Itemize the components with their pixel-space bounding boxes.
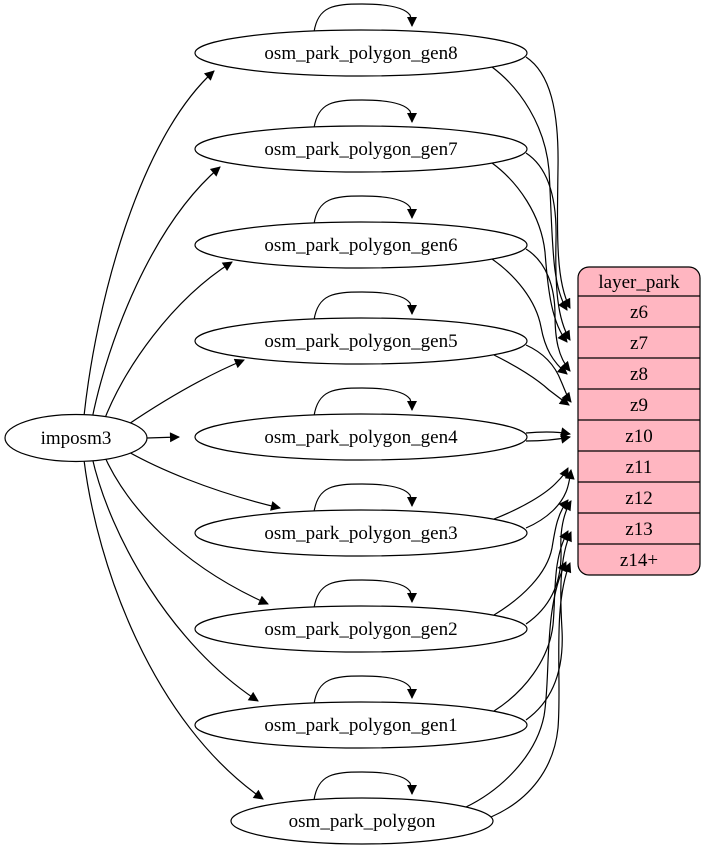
imposm3-ellipse (4, 413, 148, 463)
edge-gen5-z9-2 (493, 354, 570, 406)
edge-gen5-z9-1 (525, 344, 572, 403)
node-osm-park-polygon-gen5: osm_park_polygon_gen5 (194, 317, 528, 365)
gen2-ellipse (194, 605, 528, 653)
node-osm-park-polygon-gen7: osm_park_polygon_gen7 (194, 125, 528, 173)
imposm3-label: imposm3 (41, 428, 112, 449)
gen8-label: osm_park_polygon_gen8 (264, 43, 457, 64)
edge-imposm3-gen8 (83, 70, 215, 417)
edge-imposm3-gen1 (91, 456, 259, 702)
node-osm-park-polygon-gen1: osm_park_polygon_gen1 (194, 701, 528, 749)
edge-gen3-z11-1 (525, 469, 575, 529)
edge-gen7-z7-2 (491, 162, 568, 343)
row-z6: z6 (630, 302, 648, 323)
layer-park-table: layer_park z6 z7 z8 z9 z10 z11 z12 z13 z… (577, 266, 701, 576)
row-z14plus: z14+ (620, 550, 658, 571)
gen7-ellipse (194, 125, 528, 173)
edge-gen2-z12-1 (525, 500, 572, 625)
edge-gen8-z6-2 (491, 66, 568, 311)
layer-park-box (577, 266, 701, 576)
gen3-label: osm_park_polygon_gen3 (264, 523, 457, 544)
edge-gen6-z8-1 (525, 248, 571, 372)
edge-imposm3-gen6 (102, 261, 233, 424)
edge-imposm3-gen3 (119, 446, 281, 511)
node-osm-park-polygon-gen2: osm_park_polygon_gen2 (194, 605, 528, 653)
edge-gen4-z10-2 (525, 433, 571, 444)
node-osm-park-polygon-gen4: osm_park_polygon_gen4 (194, 413, 528, 461)
gen6-ellipse (194, 221, 528, 269)
row-z7: z7 (630, 333, 648, 354)
gen6-label: osm_park_polygon_gen6 (264, 235, 457, 256)
gen2-label: osm_park_polygon_gen2 (264, 619, 457, 640)
edge-imposm3-polygon (83, 459, 264, 800)
edge-gen7-z7-1 (525, 152, 571, 341)
edge-imposm3-gen7 (91, 166, 221, 420)
edge-gen1-z13-2 (493, 530, 569, 712)
gen5-label: osm_park_polygon_gen5 (264, 331, 457, 352)
row-z10: z10 (625, 426, 652, 447)
gen1-ellipse (194, 701, 528, 749)
self-loops (313, 3, 417, 801)
gen3-ellipse (194, 509, 528, 557)
node-osm-park-polygon: osm_park_polygon (230, 797, 494, 845)
self-loop-gen1 (313, 675, 417, 705)
self-loop-gen2 (313, 579, 417, 609)
self-loop-gen4 (313, 387, 417, 417)
self-loop-gen7 (313, 99, 417, 129)
node-osm-park-polygon-gen6: osm_park_polygon_gen6 (194, 221, 528, 269)
gen4-ellipse (194, 413, 528, 461)
node-osm-park-polygon-gen3: osm_park_polygon_gen3 (194, 509, 528, 557)
gen5-ellipse (194, 317, 528, 365)
edge-polygon-z14-1 (490, 562, 572, 818)
self-loop-gen6 (313, 195, 417, 225)
row-z12: z12 (625, 488, 652, 509)
edge-imposm3-gen2 (102, 452, 269, 605)
self-loop-gen8 (313, 3, 417, 33)
gen7-label: osm_park_polygon_gen7 (264, 139, 457, 160)
node-osm-park-polygon-gen8: osm_park_polygon_gen8 (194, 29, 528, 77)
edges-tables-to-layer (465, 56, 575, 818)
row-z11: z11 (626, 457, 653, 478)
polygon-ellipse (230, 797, 494, 845)
row-z9: z9 (630, 395, 648, 416)
gen1-label: osm_park_polygon_gen1 (264, 715, 457, 736)
polygon-label: osm_park_polygon (289, 811, 436, 832)
edge-gen3-z11-2 (493, 467, 569, 520)
edges-imposm3-to-tables (83, 70, 281, 800)
edge-gen6-z8-2 (491, 258, 568, 375)
row-z13: z13 (625, 519, 652, 540)
row-z8: z8 (630, 364, 648, 385)
edge-imposm3-gen5 (119, 358, 245, 431)
self-loop-gen3 (313, 483, 417, 513)
node-imposm3: imposm3 (4, 413, 148, 463)
layer-park-header: layer_park (598, 272, 680, 293)
gen4-label: osm_park_polygon_gen4 (264, 427, 458, 448)
self-loop-gen5 (313, 291, 417, 321)
edge-gen8-z6-1 (525, 56, 571, 309)
self-loop-polygon (313, 771, 417, 801)
edge-gen2-z12-2 (493, 499, 569, 616)
gen8-ellipse (194, 29, 528, 77)
edge-imposm3-gen4 (146, 432, 180, 443)
edge-gen4-z10-1 (525, 427, 571, 438)
edge-polygon-z14-2 (465, 561, 567, 808)
